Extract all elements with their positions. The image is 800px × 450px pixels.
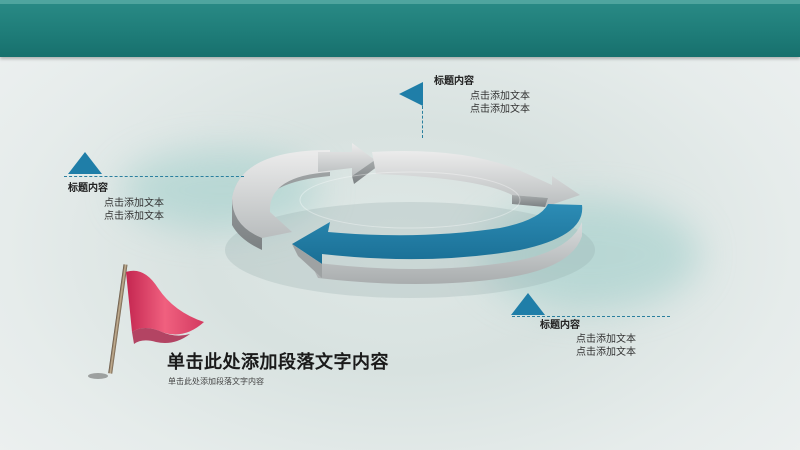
ring-inner-hole [299, 171, 521, 229]
node-3-line1: 点击添加文本 [576, 334, 636, 345]
header-shine [0, 0, 800, 4]
triangle-marker-icon [511, 293, 545, 315]
flag-pole [108, 264, 128, 374]
ring-blue-arc [292, 204, 583, 264]
node-3-title: 标题内容 [540, 320, 580, 331]
triangle-marker-icon [68, 152, 102, 174]
node-1-line1: 点击添加文本 [470, 91, 530, 102]
flag-cloth [126, 270, 204, 335]
ring-gray-arrow-top-side [352, 160, 378, 184]
ring-gray-arrow-top [318, 143, 375, 176]
ring-blue-side [310, 222, 582, 284]
ring-gray-arc-right-side [512, 195, 548, 207]
ring-gray-arc-right [372, 150, 580, 207]
glow-right [480, 200, 700, 310]
node-2-line1: 点击添加文本 [104, 198, 164, 209]
sub-title: 单击此处添加段落文字内容 [168, 377, 264, 386]
node-1-title: 标题内容 [434, 76, 474, 87]
connector-left [64, 176, 244, 177]
connector-top [422, 106, 423, 138]
ring-gray-arc-left [232, 150, 330, 238]
node-2-line2: 点击添加文本 [104, 211, 164, 222]
ring-blue-arrow-side [292, 244, 322, 278]
triangle-marker-icon [399, 82, 423, 106]
node-3-line2: 点击添加文本 [576, 347, 636, 358]
flag-cloth-shade [132, 328, 190, 344]
header-bar [0, 0, 800, 57]
flag-base-shadow [88, 373, 108, 379]
flag-icon [88, 264, 204, 379]
node-1-line2: 点击添加文本 [470, 104, 530, 115]
main-title: 单击此处添加段落文字内容 [167, 352, 389, 373]
node-2-title: 标题内容 [68, 183, 108, 194]
connector-right [512, 316, 670, 317]
